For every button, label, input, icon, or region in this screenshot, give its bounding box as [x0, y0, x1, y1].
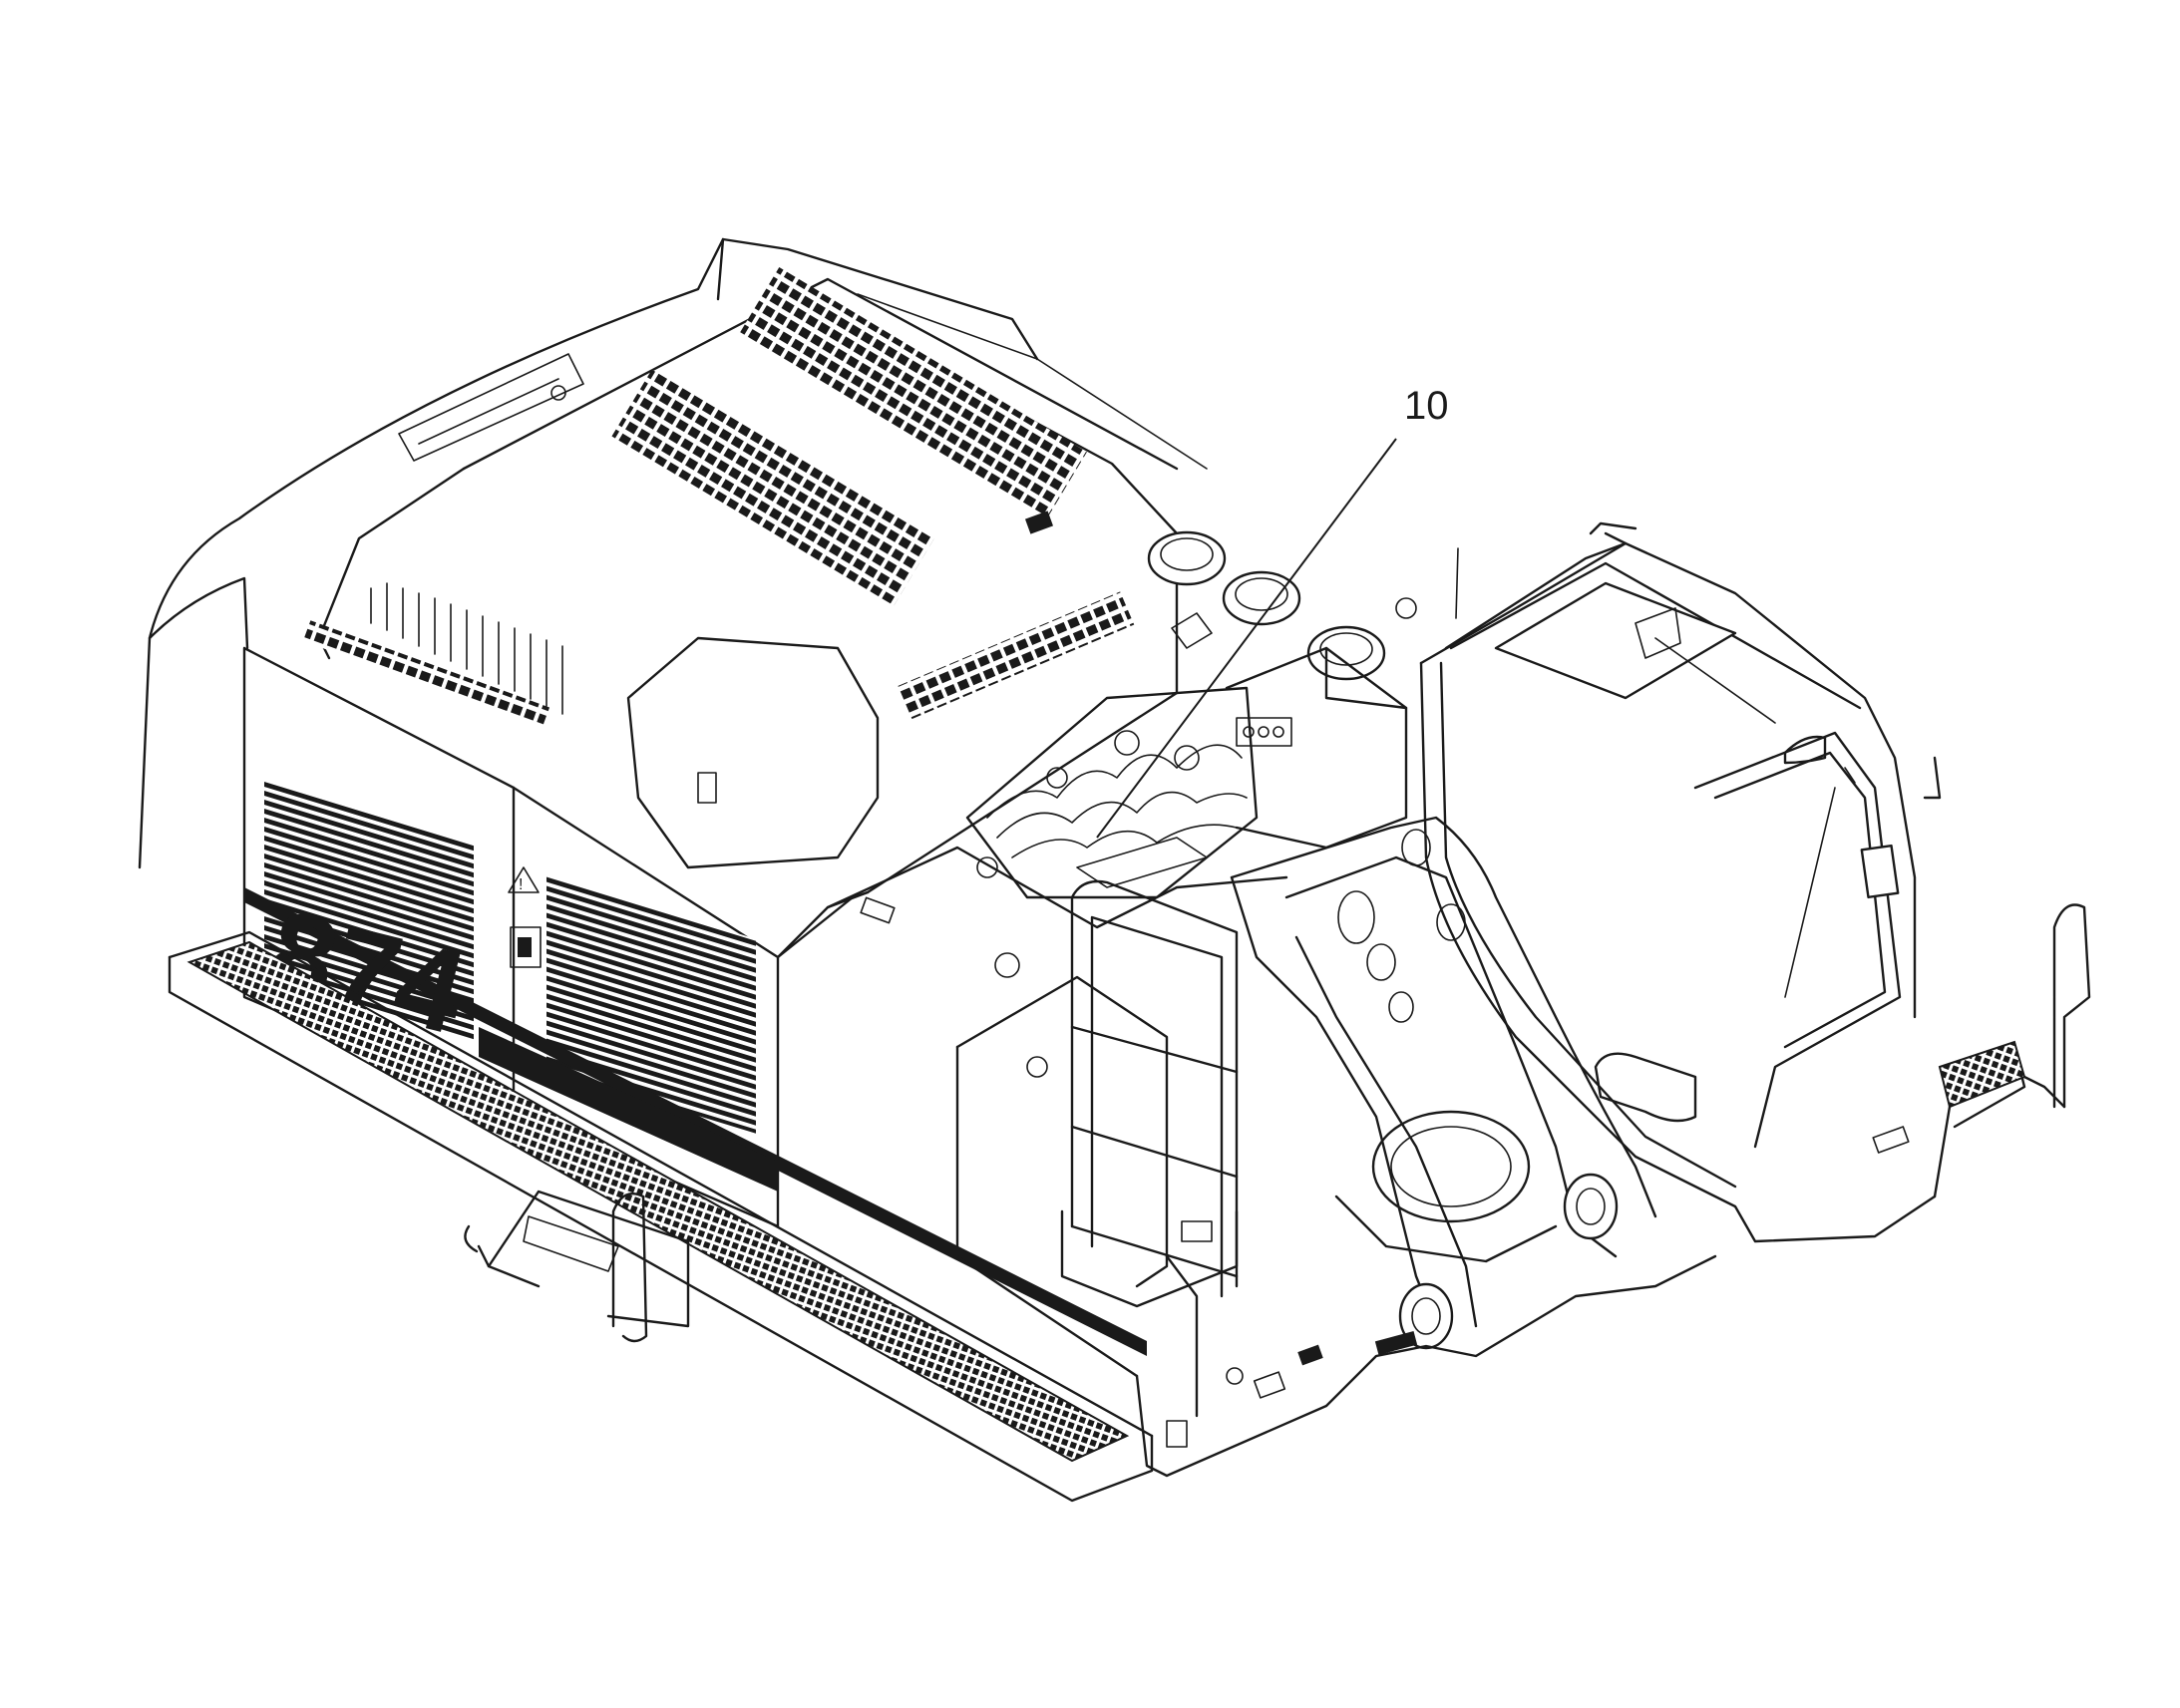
access-ladder: [1060, 879, 1239, 1308]
hood-grille-lower: [611, 369, 934, 606]
hood-grille-upper: [738, 267, 1087, 520]
slewing-ring: [1371, 1110, 1531, 1223]
hydraulic-tank: [1225, 646, 1408, 850]
callout-10: 10: [1096, 384, 1449, 839]
side-panels: !: [242, 620, 1147, 1356]
warning-triangle-icon: [508, 866, 540, 893]
left-walkway: [168, 930, 1154, 1503]
svg-text:!: !: [519, 876, 523, 893]
right-walkway-tread: [1938, 1040, 2026, 1109]
callout-10-leader: [1096, 438, 1397, 839]
engine-hood: [317, 267, 1179, 894]
filler-cap-3: [1306, 625, 1386, 681]
control-valve-block: [965, 686, 1259, 899]
front-deck: [776, 846, 1288, 1378]
hood-side-louvers: [370, 582, 563, 715]
walkway-tread: [186, 940, 1130, 1463]
filler-cap-1: [1147, 530, 1227, 586]
base-frame: [1135, 1254, 1717, 1478]
boom-mount: [1230, 816, 1657, 1350]
operator-cab: [1395, 521, 1942, 1243]
filler-cap-2: [1222, 570, 1301, 626]
side-grille-left: [264, 779, 474, 1043]
front-step: [464, 1190, 690, 1343]
hood-grille-side: [895, 591, 1135, 721]
side-top-vent: [302, 620, 550, 729]
callout-10-label: 10: [1404, 384, 1449, 428]
tank-caps: [1147, 530, 1386, 681]
right-walkway: [1872, 903, 2091, 1198]
counterweight: [138, 237, 1208, 869]
